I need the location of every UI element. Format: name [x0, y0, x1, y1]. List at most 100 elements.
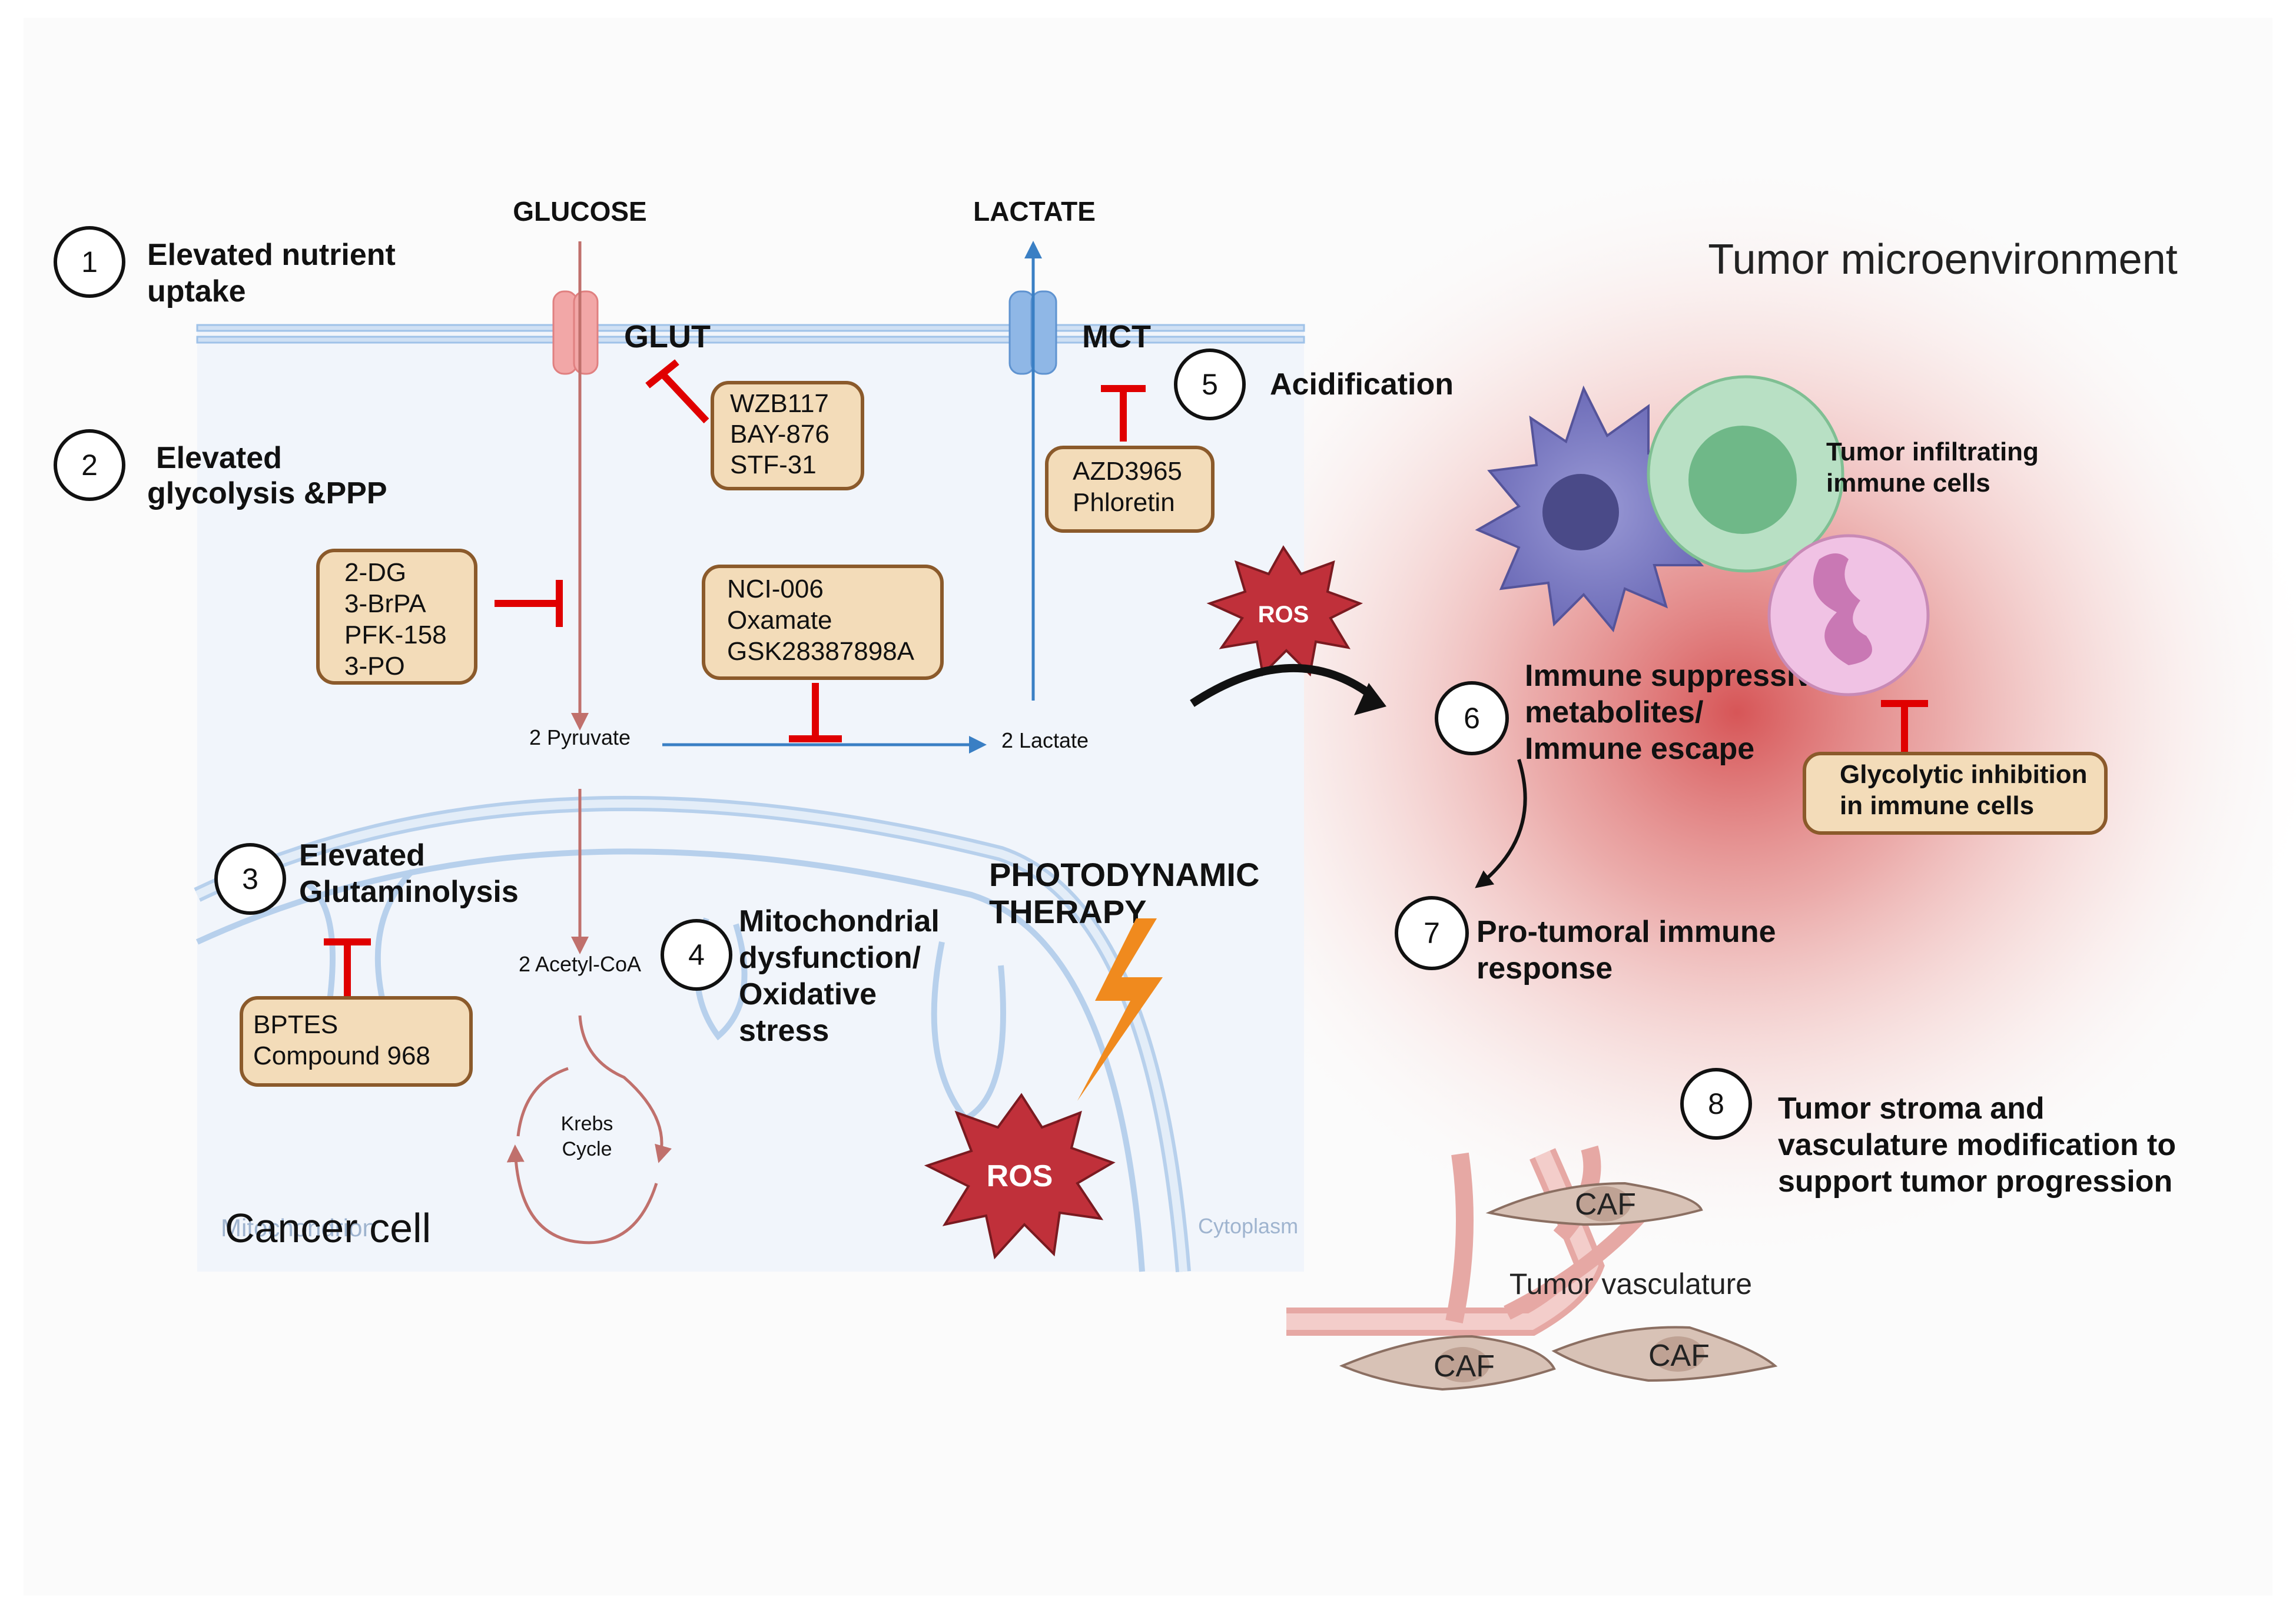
- step-6-text-2: metabolites/: [1525, 695, 1703, 729]
- ldh-inhibit-bar: [789, 683, 842, 742]
- vasculature-label: Tumor vasculature: [1509, 1267, 1752, 1300]
- cell-membrane-inner: [196, 336, 1305, 344]
- inhibitor-pfk158: PFK-158: [344, 620, 447, 649]
- cell-membrane: [196, 324, 1305, 332]
- step-5-text-1: Acidification: [1270, 367, 1454, 401]
- lymphocyte-icon: [1647, 375, 1844, 573]
- inhibitor-phloretin: Phloretin: [1073, 488, 1175, 517]
- caf-cell-2: CAF: [1339, 1335, 1556, 1391]
- infiltrating-label-2: immune cells: [1826, 469, 1990, 497]
- glut-transporter: [552, 290, 599, 375]
- inhibitor-compound968: Compound 968: [253, 1041, 430, 1070]
- step-1-text-2: uptake: [147, 274, 246, 308]
- inhibitor-stf31: STF-31: [730, 450, 817, 479]
- step-4-text-2: dysfunction/: [739, 941, 921, 975]
- inhibitor-gsk: GSK28387898A: [727, 637, 915, 666]
- inhibitor-box-glutaminase: BPTES Compound 968: [240, 996, 473, 1087]
- svg-text:1: 1: [81, 245, 98, 278]
- inhibitor-nci006: NCI-006: [727, 575, 824, 603]
- inhibitor-bay876: BAY-876: [730, 420, 830, 449]
- inhibitor-bptes: BPTES: [253, 1010, 338, 1039]
- infiltrating-label-1: Tumor infiltrating: [1826, 437, 2039, 466]
- step-4-text-1: Mitochondrial: [739, 904, 940, 938]
- inhibitor-box-glycolysis: 2-DG 3-BrPA PFK-158 3-PO: [316, 549, 477, 685]
- lactate2-label: 2 Lactate: [1001, 728, 1089, 752]
- step-4: 4 Mitochondrial dysfunction/ Oxidative s…: [661, 904, 940, 1048]
- svg-text:4: 4: [688, 938, 705, 971]
- step-6-text-3: Immune escape: [1525, 732, 1754, 766]
- ros-to-tme-arrowhead: [1354, 683, 1386, 715]
- step-8-text-2: vasculature modification to: [1778, 1128, 2176, 1162]
- tme-title: Tumor microenvironment: [1708, 236, 2178, 283]
- inhibitor-oxamate: Oxamate: [727, 606, 832, 635]
- glutaminase-inhibit-bar: [324, 938, 371, 1001]
- cytoplasm-label: Cytoplasm: [1198, 1214, 1298, 1238]
- pdt-label-2: THERAPY: [989, 893, 1147, 930]
- mct-transporter: [1008, 290, 1057, 375]
- step-7-text-1: Pro-tumoral immune: [1477, 915, 1776, 949]
- svg-text:ROS: ROS: [1258, 602, 1309, 628]
- caf-cell-3: CAF: [1551, 1326, 1778, 1382]
- inhibitor-azd3965: AZD3965: [1073, 457, 1182, 486]
- svg-text:6: 6: [1464, 702, 1480, 735]
- caf-cell-1: CAF: [1485, 1182, 1703, 1226]
- step-7: 7 Pro-tumoral immune response: [1395, 896, 1776, 985]
- step-5: 5 Acidification: [1174, 349, 1454, 420]
- step-1-text-1: Elevated nutrient: [147, 238, 396, 272]
- neutrophil-icon: [1767, 534, 1930, 696]
- krebs-label-2: Cycle: [562, 1138, 612, 1160]
- ros-burst-tme: ROS: [1206, 545, 1363, 677]
- inhibitor-box-glut: WZB117 BAY-876 STF-31: [711, 381, 864, 490]
- lightning-bolt-icon: [1077, 918, 1163, 1101]
- pdt-label-1: PHOTODYNAMIC: [989, 856, 1259, 893]
- arrow-6-to-7: [1475, 759, 1527, 888]
- inhibitor-3po: 3-PO: [344, 652, 405, 681]
- lactate-label: LACTATE: [973, 196, 1096, 227]
- step-7-text-2: response: [1477, 951, 1612, 985]
- glycolysis-inhibit-bar: [495, 580, 563, 627]
- inhibitor-2dg: 2-DG: [344, 558, 406, 587]
- step-2-text-1: Elevated: [156, 441, 282, 475]
- svg-text:ROS: ROS: [987, 1159, 1053, 1193]
- step-6-text-1: Immune suppressive: [1525, 659, 1829, 693]
- inhibition-bars: [324, 359, 1928, 1001]
- acetylcoa-label: 2 Acetyl-CoA: [519, 952, 641, 976]
- ros-to-tme-arrow: [1190, 663, 1378, 707]
- step-3-text-1: Elevated: [299, 838, 425, 872]
- step-8-text-3: support tumor progression: [1778, 1164, 2172, 1199]
- step-4-text-3: Oxidative: [739, 977, 877, 1011]
- svg-text:8: 8: [1708, 1087, 1724, 1120]
- inhibitor-box-immune: Glycolytic inhibition in immune cells: [1803, 752, 2108, 835]
- step-6: 6 Immune suppressive metabolites/ Immune…: [1435, 659, 1829, 766]
- step-2: 2 Elevated glycolysis &PPP: [54, 429, 387, 510]
- glucose-label: GLUCOSE: [513, 196, 646, 227]
- step-3-text-2: Glutaminolysis: [299, 875, 519, 909]
- cancer-cell-label: Cancer cell: [225, 1205, 431, 1251]
- mitochondrion-faint-label: Mitochondrion: [221, 1214, 376, 1242]
- inhibitor-box-ldh: NCI-006 Oxamate GSK28387898A: [702, 565, 944, 680]
- mct-label: MCT: [1082, 319, 1151, 354]
- svg-text:7: 7: [1424, 917, 1440, 950]
- svg-text:CAF: CAF: [1648, 1339, 1710, 1373]
- mct-inhibit-bar: [1101, 385, 1146, 442]
- svg-text:CAF: CAF: [1434, 1349, 1495, 1383]
- tumor-vasculature: [1286, 1145, 1648, 1336]
- immune-inhibition-line2: in immune cells: [1840, 791, 2034, 820]
- step-1: 1 Elevated nutrient uptake: [54, 226, 396, 308]
- glut-inhibit-bar: [645, 359, 709, 424]
- step-8: 8 Tumor stroma and vasculature modificat…: [1680, 1068, 2176, 1199]
- inhibitor-box-mct: AZD3965 Phloretin: [1045, 446, 1215, 533]
- krebs-cycle: [506, 1015, 672, 1245]
- svg-text:2: 2: [81, 449, 98, 482]
- svg-text:3: 3: [242, 862, 258, 895]
- step-3: 3 Elevated Glutaminolysis: [214, 838, 519, 915]
- inhibitor-wzb117: WZB117: [730, 389, 829, 418]
- tme-glow: [1148, 153, 2296, 1272]
- immune-inhibit-bar: [1881, 700, 1928, 754]
- step-2-text-2: glycolysis &PPP: [147, 476, 387, 510]
- step-8-text-1: Tumor stroma and: [1778, 1091, 2045, 1126]
- svg-text:5: 5: [1202, 368, 1218, 401]
- pyruvate-label: 2 Pyruvate: [529, 725, 631, 749]
